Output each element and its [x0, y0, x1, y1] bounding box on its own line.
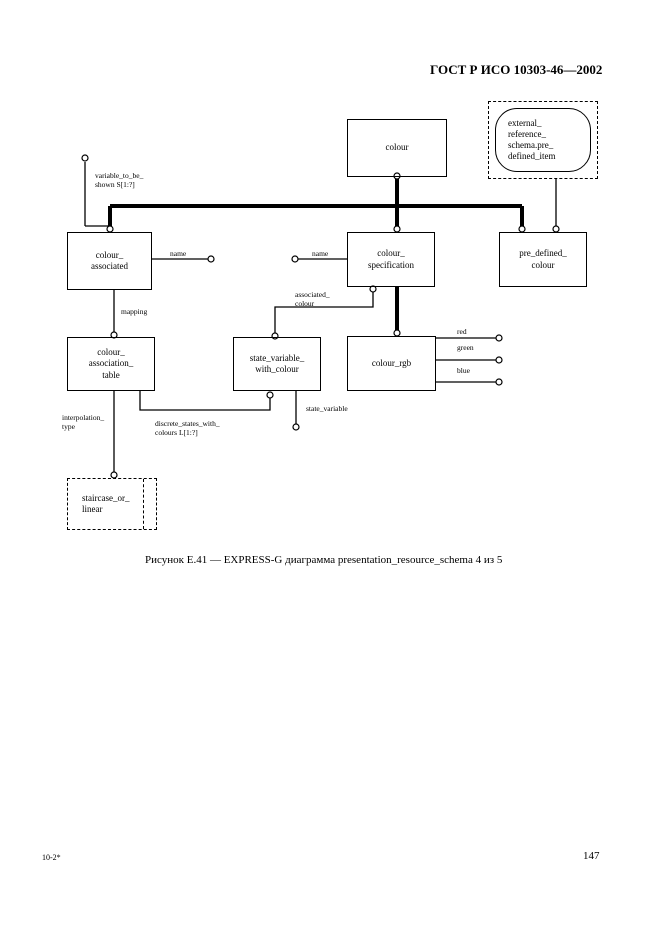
endpoint-circle: [266, 391, 274, 399]
associated-colour-line: [274, 291, 374, 333]
entity-colour: colour: [347, 119, 447, 177]
entity-pre-defined-colour: pre_defined_ colour: [499, 232, 587, 287]
endpoint-circle: [110, 331, 118, 339]
entity-staircase-or-linear-label: staircase_or_ linear: [82, 492, 130, 514]
entity-external-reference-outer: external_ reference_ schema.pre_ defined…: [488, 101, 598, 179]
attr-name-2: name: [312, 249, 329, 258]
endpoint-circle: [81, 154, 89, 162]
attr-associated-colour: associated_ colour: [295, 290, 330, 308]
entity-external-reference-label: external_ reference_ schema.pre_ defined…: [508, 117, 556, 162]
endpoint-circle: [495, 334, 503, 342]
attr-green: green: [457, 343, 474, 352]
entity-colour-associated: colour_ associated: [67, 232, 152, 290]
endpoint-circle: [495, 378, 503, 386]
entity-colour-specification-label: colour_ specification: [368, 248, 414, 270]
attr-name-1: name: [170, 249, 187, 258]
entity-external-reference: external_ reference_ schema.pre_ defined…: [495, 108, 591, 172]
attr-red: red: [457, 327, 467, 336]
select-type-marker: [143, 479, 144, 529]
entity-colour-label: colour: [385, 142, 409, 153]
page-number: 147: [583, 850, 600, 862]
entity-colour-rgb: colour_rgb: [347, 336, 436, 391]
endpoint-circle: [495, 356, 503, 364]
entity-colour-association-table-label: colour_ association_ table: [88, 347, 134, 380]
attr-discrete-states-with-colours: discrete_states_with_ colours L[1:?]: [155, 419, 220, 437]
document-id-header: ГОСТ Р ИСО 10303-46—2002: [430, 62, 603, 77]
endpoint-circle: [291, 255, 299, 263]
entity-colour-specification: colour_ specification: [347, 232, 435, 287]
footer-left-mark: 10-2*: [42, 853, 61, 862]
discrete-states-line: [139, 391, 271, 411]
attr-mapping: mapping: [121, 307, 148, 316]
entity-state-variable-with-colour: state_variable_ with_colour: [233, 337, 321, 391]
attr-blue: blue: [457, 366, 470, 375]
entity-colour-rgb-label: colour_rgb: [371, 357, 412, 368]
entity-state-variable-with-colour-label: state_variable_ with_colour: [249, 352, 305, 374]
entity-staircase-or-linear: staircase_or_ linear: [67, 478, 157, 530]
entity-pre-defined-colour-label: pre_defined_ colour: [519, 248, 567, 270]
attr-variable-to-be-shown: variable_to_be_ shown S[1:?]: [95, 171, 144, 189]
attr-interpolation-type: interpolation_ type: [62, 413, 105, 431]
entity-colour-association-table: colour_ association_ table: [67, 337, 155, 391]
endpoint-circle: [292, 423, 300, 431]
entity-colour-associated-label: colour_ associated: [91, 249, 128, 271]
attr-state-variable: state_variable: [306, 404, 348, 413]
endpoint-circle: [207, 255, 215, 263]
figure-caption: Рисунок Е.41 — EXPRESS-G диаграмма prese…: [145, 554, 503, 566]
